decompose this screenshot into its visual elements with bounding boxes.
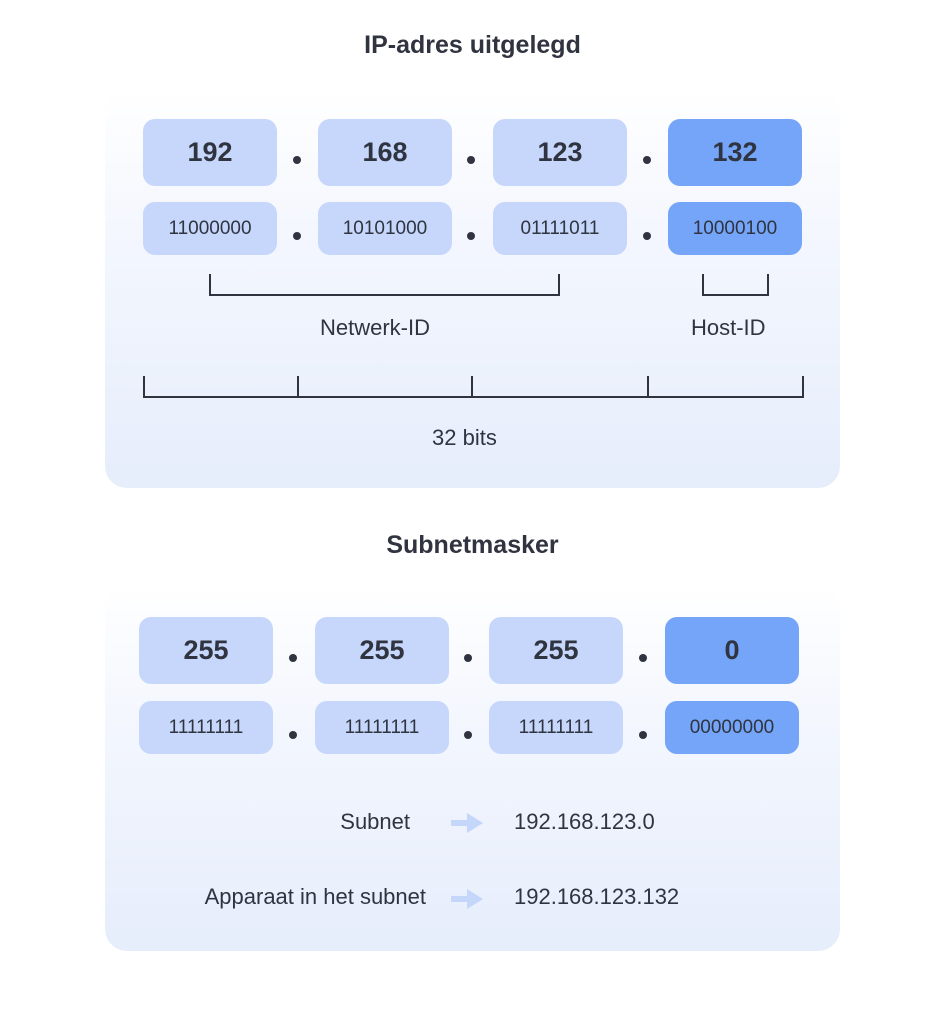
mask-octet-3-binary: 11111111 [489,701,623,754]
mask-separator-dot [639,654,647,662]
ip-separator-dot [467,232,475,240]
mask-separator-dot [464,731,472,739]
ip-octet-4-binary: 10000100 [668,202,802,255]
ip-separator-dot [643,232,651,240]
mask-octet-1-decimal: 255 [139,617,273,684]
ip-octet-3-binary: 01111011 [493,202,627,255]
bits-label: 32 bits [432,425,497,450]
ip-separator-dot [467,156,475,164]
network-id-label: Netwerk-ID [320,315,431,340]
mask-octet-4-decimal: 0 [665,617,799,684]
mask-separator-dot [289,731,297,739]
ip-separator-dot [293,156,301,164]
ip-section-title: IP-adres uitgelegd [364,31,581,59]
arrow-right-icon [451,889,483,909]
mask-section-title: Subnetmasker [386,531,559,559]
device-label: Apparaat in het subnet [204,884,426,909]
mask-separator-dot [464,654,472,662]
mask-octet-3-decimal: 255 [489,617,623,684]
mask-separator-dot [289,654,297,662]
mask-octet-4-binary: 00000000 [665,701,799,754]
host-id-label: Host-ID [691,315,766,340]
mask-octet-2-decimal: 255 [315,617,449,684]
subnet-value: 192.168.123.0 [514,809,655,834]
device-value: 192.168.123.132 [514,884,680,909]
ip-octet-4-decimal: 132 [668,119,802,186]
ip-octet-1-binary: 11000000 [143,202,277,255]
mask-separator-dot [639,731,647,739]
ip-separator-dot [643,156,651,164]
mask-octet-2-binary: 11111111 [315,701,449,754]
ip-octet-2-decimal: 168 [318,119,452,186]
arrow-right-icon [451,813,483,833]
mask-octet-1-binary: 11111111 [139,701,273,754]
ip-octet-2-binary: 10101000 [318,202,452,255]
ip-separator-dot [293,232,301,240]
ip-octet-1-decimal: 192 [143,119,277,186]
ip-octet-3-decimal: 123 [493,119,627,186]
subnet-label: Subnet [340,809,410,834]
